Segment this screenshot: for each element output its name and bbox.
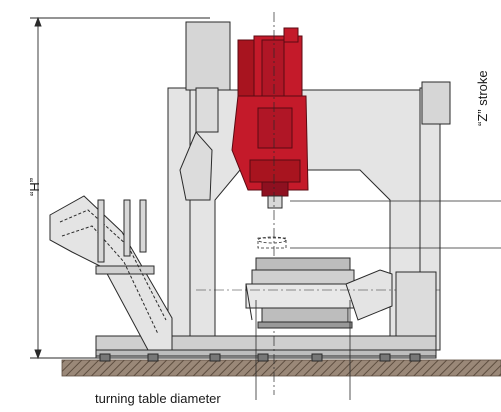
- table-diameter-label: turning table diameter: [95, 391, 221, 406]
- height-label: “H”: [27, 177, 42, 196]
- machine-bed: [95, 335, 437, 362]
- right-cover: [395, 271, 437, 337]
- floor-foundation: [61, 359, 501, 377]
- ram-head: [231, 27, 309, 209]
- tool-clearance-outline: [257, 236, 287, 249]
- chip-conveyor: [49, 195, 173, 351]
- z-stroke-dimension: [290, 200, 501, 249]
- z-stroke-label: “Z” stroke: [475, 70, 490, 126]
- height-dimension: [30, 16, 210, 360]
- turning-table: [245, 257, 393, 329]
- coolant-duct: [179, 87, 219, 201]
- table-diameter-dimension: [255, 300, 351, 400]
